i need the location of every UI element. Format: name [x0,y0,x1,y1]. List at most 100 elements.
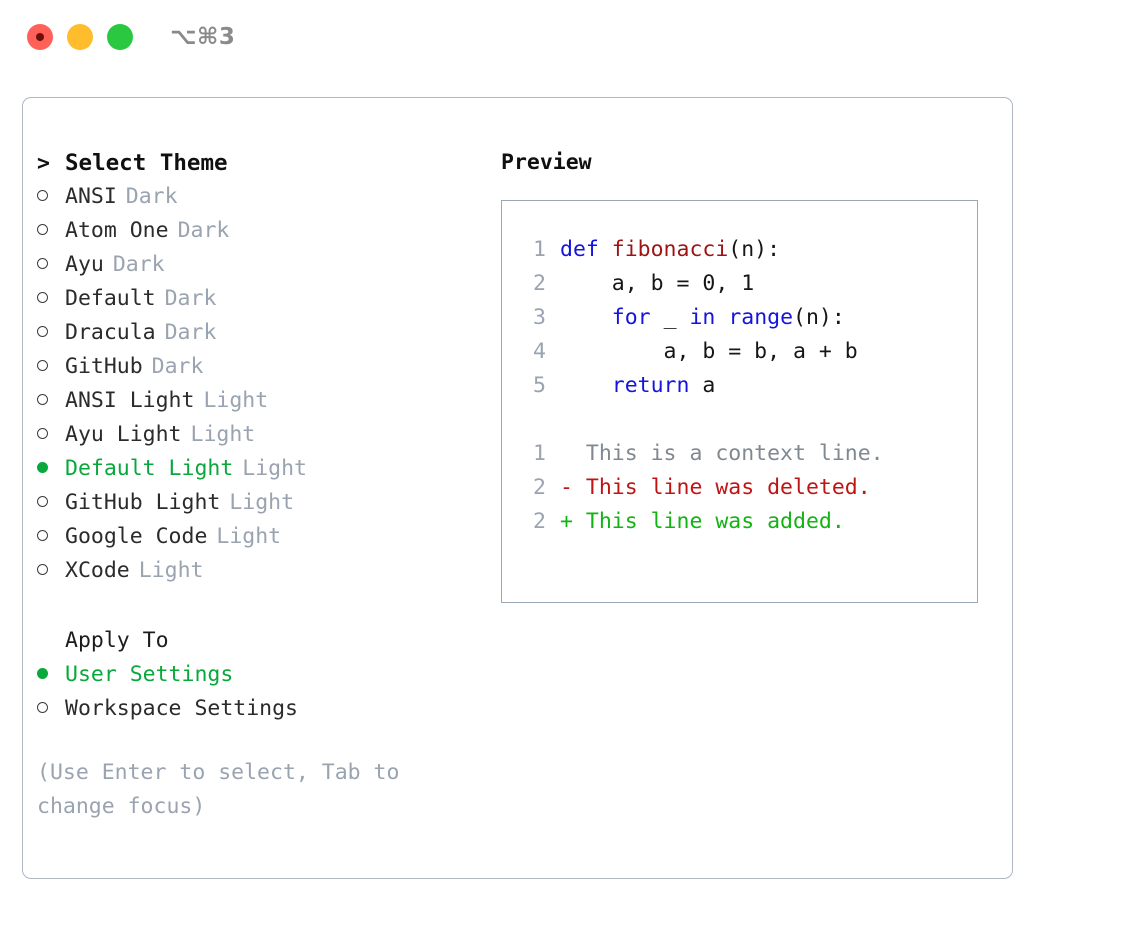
theme-option-kind: Dark [177,218,230,243]
theme-option-label: Ayu [65,252,104,277]
theme-option-label: Default [65,286,156,311]
close-button[interactable] [27,24,53,50]
diff-spacer [502,403,977,437]
theme-option-ansi-light[interactable]: ANSI Light Light [37,384,487,418]
theme-option-label: Default Light [65,456,234,481]
code-token: range [728,305,794,330]
theme-option-kind: Dark [151,354,204,379]
diff-line-text: This is a context line. [560,441,884,466]
theme-option-label: GitHub Light [65,490,221,515]
code-line-text: a, b = b, a + b [560,335,858,369]
line-number: 2 [533,271,546,296]
code-token: a, b = b, a + b [560,339,858,364]
code-token: (n): [728,237,781,262]
theme-option-label: Atom One [65,218,169,243]
code-token: _ [650,305,690,330]
theme-option-atom-one[interactable]: Atom One Dark [37,214,487,248]
theme-option-kind: Dark [112,252,165,277]
title-bar: ⌥⌘3 [0,0,1140,78]
diff-sample: 1 This is a context line. 2 - This line wa… [502,437,977,539]
diff-line-text: - This line was deleted. [560,475,871,500]
theme-option-kind: Dark [164,320,217,345]
line-number: 2 [533,509,546,534]
line-number: 1 [533,441,546,466]
theme-option-kind: Light [190,422,256,447]
maximize-button[interactable] [107,24,133,50]
theme-option-kind: Light [242,456,308,481]
theme-option-kind: Dark [164,286,217,311]
code-line: 5 return a [502,369,977,403]
code-token: a, b = 0, 1 [560,271,755,296]
code-token [560,373,612,398]
preview-title: Preview [501,150,592,175]
code-token: (n): [793,305,845,330]
code-line-text: for _ in range(n): [560,301,845,335]
code-token [560,305,612,330]
keyboard-shortcut-label: ⌥⌘3 [170,24,236,50]
theme-option-kind: Dark [125,184,178,209]
apply-to-option-user-settings[interactable]: User Settings [37,658,487,692]
code-line-text: return a [560,369,716,403]
caret-icon: > [37,151,50,176]
theme-option-google-code[interactable]: Google Code Light [37,520,487,554]
diff-line-context: 1 This is a context line. [502,437,977,471]
theme-option-ayu[interactable]: Ayu Dark [37,248,487,282]
code-token: return [611,373,690,398]
theme-option-label: GitHub [65,354,143,379]
code-token: fibonacci [611,237,729,262]
section-spacer [37,588,487,624]
diff-line-text: + This line was added. [560,509,845,534]
theme-option-github-light[interactable]: GitHub Light Light [37,486,487,520]
apply-to-header: Apply To [65,628,169,653]
line-number: 5 [533,373,546,398]
code-token: in [689,305,716,330]
theme-option-kind: Light [138,558,204,583]
theme-option-dracula[interactable]: Dracula Dark [37,316,487,350]
apply-to-option-label: Workspace Settings [65,696,298,721]
line-number: 4 [533,339,546,364]
code-line-text: def fibonacci(n): [560,233,780,267]
theme-option-ayu-light[interactable]: Ayu Light Light [37,418,487,452]
line-number: 2 [533,475,546,500]
theme-option-kind: Light [216,524,282,549]
theme-option-github[interactable]: GitHub Dark [37,350,487,384]
line-number: 1 [533,237,546,262]
theme-option-kind: Light [203,388,269,413]
theme-option-label: XCode [65,558,130,583]
code-line: 4 a, b = b, a + b [502,335,977,369]
code-line: 1 def fibonacci(n): [502,233,977,267]
line-number: 3 [533,305,546,330]
theme-option-label: Google Code [65,524,208,549]
code-token: a [689,373,716,398]
theme-option-label: Ayu Light [65,422,182,447]
apply-to-option-workspace-settings[interactable]: Workspace Settings [37,692,487,726]
theme-option-default[interactable]: Default Dark [37,282,487,316]
code-token [715,305,728,330]
diff-line-added: 2 + This line was added. [502,505,977,539]
theme-option-label: ANSI Light [65,388,195,413]
theme-option-default-light[interactable]: Default Light Light [37,452,487,486]
theme-option-label: Dracula [65,320,156,345]
diff-line-deleted: 2 - This line was deleted. [502,471,977,505]
theme-option-kind: Light [229,490,295,515]
keyboard-hint-text: (Use Enter to select, Tab to change focu… [37,760,400,819]
theme-list-header: > Select Theme [37,146,487,180]
minimize-button[interactable] [67,24,93,50]
code-line-text: a, b = 0, 1 [560,267,754,301]
theme-option-ansi[interactable]: ANSI Dark [37,180,487,214]
theme-option-label: ANSI [65,184,117,209]
code-line: 2 a, b = 0, 1 [502,267,977,301]
apply-to-option-label: User Settings [65,662,234,687]
code-line: 3 for _ in range(n): [502,301,977,335]
code-token: def [560,237,612,262]
theme-option-xcode[interactable]: XCode Light [37,554,487,588]
code-token: for [611,305,651,330]
